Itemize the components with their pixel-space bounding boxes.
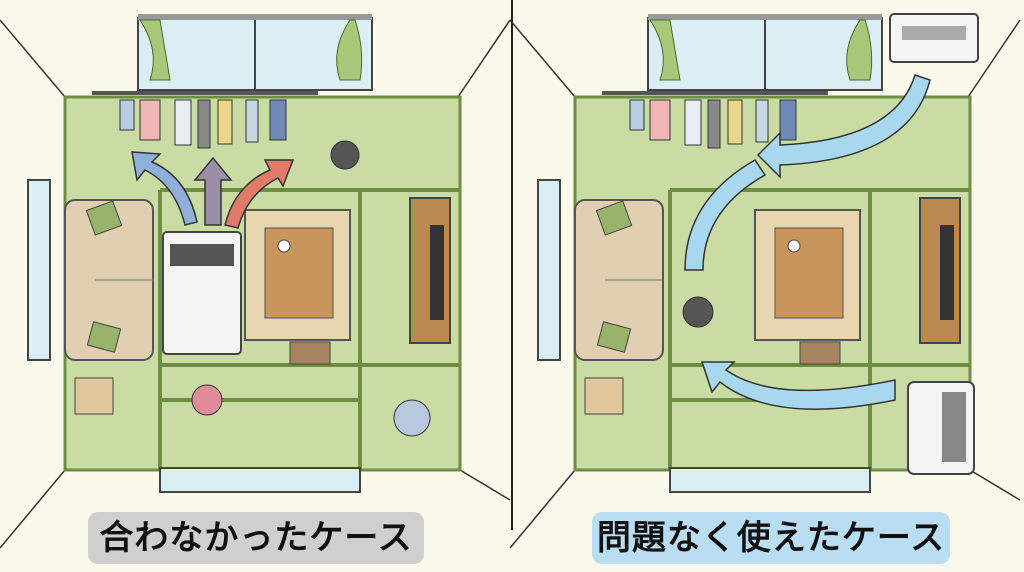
person-sitting [191,384,223,416]
wall-air-conditioner [889,13,979,63]
vacuum-cleaner [393,399,431,437]
person-at-laptop [682,296,714,328]
caption-worked-fine-case: 問題なく使えたケース [592,512,950,564]
person-standing [330,140,360,170]
blocked-airflow-arrows [131,151,295,229]
window-air-conditioner-unit [162,231,242,355]
left-room [0,12,512,550]
right-room [508,12,1022,550]
airflow-arrows [684,74,931,410]
caption-unsuitable-case: 合わなかったケース [88,512,424,564]
portable-ac-unit [907,381,975,475]
